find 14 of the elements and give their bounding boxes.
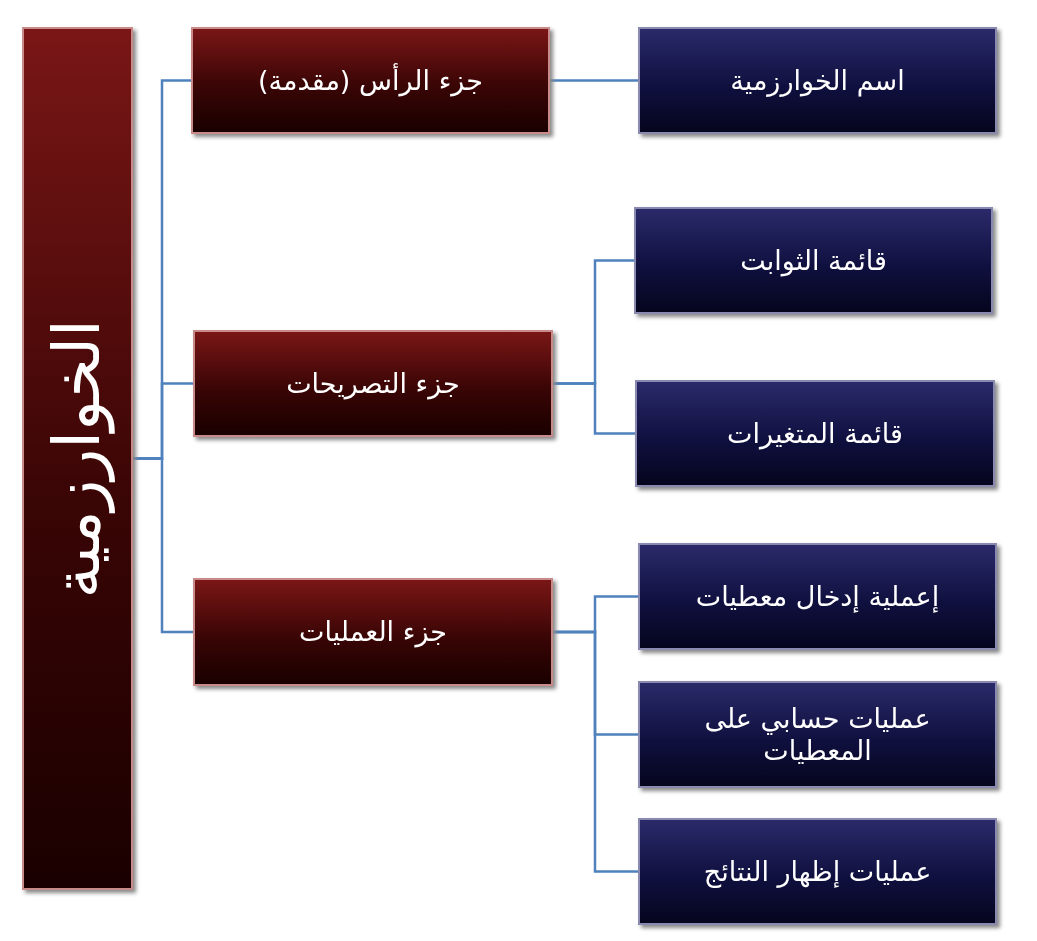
item-box: إعملية إدخال معطيات: [638, 543, 997, 650]
connector-line: [553, 630, 638, 873]
section-box: جزء التصريحات: [193, 330, 553, 437]
item-box: عمليات إظهار النتائج: [638, 818, 997, 925]
title-bar: الخوارزمية: [22, 27, 133, 890]
section-box: جزء العمليات: [193, 578, 553, 686]
connector-line: [553, 382, 635, 435]
connector-line: [550, 79, 638, 82]
connector-line: [133, 457, 193, 634]
section-box: جزء الرأس (مقدمة): [191, 27, 550, 134]
item-box: اسم الخوارزمية: [638, 27, 997, 134]
item-box: قائمة الثوابت: [634, 207, 993, 314]
item-box: قائمة المتغيرات: [635, 380, 995, 487]
item-box: عمليات حسابي على المعطيات: [638, 681, 997, 788]
